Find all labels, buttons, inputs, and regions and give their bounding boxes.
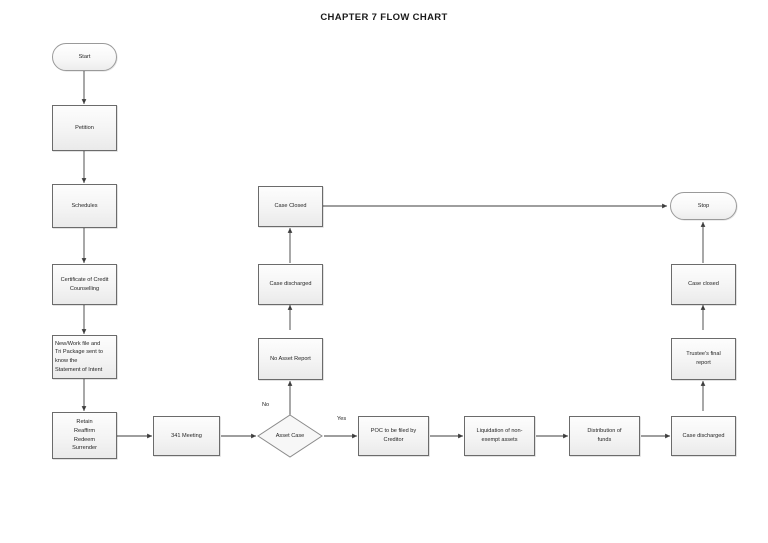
page-title: CHAPTER 7 FLOW CHART [320, 12, 448, 23]
node-certificate-of-credit-counselling[interactable]: Certificate of Credit Counselling [52, 264, 117, 305]
node-asset-case-label: Asset Case [275, 433, 305, 439]
diamond-shape [257, 414, 323, 458]
node-schedules-label: Schedules [71, 202, 98, 209]
node-341-meeting-label: 341 Meeting [171, 432, 202, 439]
node-case-discharged-mid-label: Case discharged [269, 281, 312, 288]
node-petition[interactable]: Petition [52, 105, 117, 151]
node-poc-to-be-filed-by-creditor[interactable]: POC to be filed by Creditor [358, 416, 429, 456]
node-distribution-of-funds[interactable]: Distribution of funds [569, 416, 640, 456]
node-341-meeting[interactable]: 341 Meeting [153, 416, 220, 456]
node-case-discharged-right[interactable]: Case discharged [671, 416, 736, 456]
node-asset-case-decision[interactable]: Asset Case [257, 414, 323, 458]
node-case-closed-right-label: Case closed [688, 281, 719, 288]
edge-label-no: No [262, 402, 270, 408]
node-case-closed-middle[interactable]: Case Closed [258, 186, 323, 227]
node-case-closed-right[interactable]: Case closed [671, 264, 736, 305]
node-trustee-report-label: Trustee's final report [686, 351, 721, 366]
node-retain-reaffirm-redeem-surrender[interactable]: Retain Reaffirm Redeem Surrender [52, 412, 117, 459]
edge-label-yes: Yes [337, 416, 347, 422]
node-retain-label: Retain Reaffirm Redeem Surrender [72, 419, 97, 452]
node-liquidation-label: Liquidation of non- exempt assets [476, 428, 523, 443]
node-stop-label: Stop [697, 202, 710, 209]
node-trustees-final-report[interactable]: Trustee's final report [671, 338, 736, 380]
node-workfile-label: New/Work file and Tri Package sent to kn… [55, 340, 103, 373]
node-no-asset-report-label: No Asset Report [270, 355, 311, 362]
node-case-closed-mid-label: Case Closed [274, 203, 307, 210]
node-certificate-label: Certificate of Credit Counselling [60, 276, 109, 292]
node-case-discharged-middle[interactable]: Case discharged [258, 264, 323, 305]
node-workfile-tri-package[interactable]: New/Work file and Tri Package sent to kn… [52, 335, 117, 379]
node-stop[interactable]: Stop [670, 192, 737, 220]
node-petition-label: Petition [75, 124, 94, 131]
node-case-discharged-right-label: Case discharged [682, 432, 725, 439]
node-liquidation-of-non-exempt-assets[interactable]: Liquidation of non- exempt assets [464, 416, 535, 456]
node-distribution-label: Distribution of funds [587, 428, 622, 443]
node-start-label: Start [78, 53, 91, 60]
node-no-asset-report[interactable]: No Asset Report [258, 338, 323, 380]
node-poc-label: POC to be filed by Creditor [370, 428, 417, 443]
node-start[interactable]: Start [52, 43, 117, 71]
node-schedules[interactable]: Schedules [52, 184, 117, 228]
